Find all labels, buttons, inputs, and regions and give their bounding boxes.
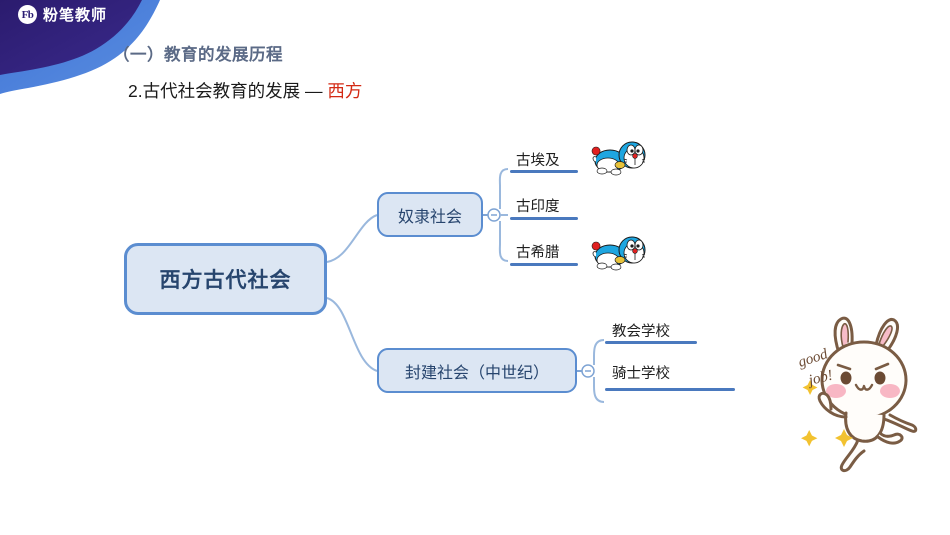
mindmap-leaf-ancient-egypt[interactable]: 古埃及 (516, 153, 560, 169)
mindmap-leaf-church-school[interactable]: 教会学校 (612, 324, 670, 340)
leaf-rule-knight-school (605, 388, 735, 391)
mindmap-node-slave-society[interactable]: 奴隶社会 (377, 192, 483, 237)
mindmap-node-feudal-society[interactable]: 封建社会（中世纪） (377, 348, 577, 393)
leaf-rule-ancient-egypt (510, 170, 578, 173)
rabbit-sticker: good job! (796, 316, 918, 473)
page-subtitle: 2.古代社会教育的发展 — 西方 (128, 78, 362, 103)
connector-slave-leaf-3 (498, 221, 509, 262)
connector-slave-leaf-1 (498, 168, 509, 209)
subtitle-accent: 西方 (327, 81, 363, 101)
doraemon-sticker (591, 141, 646, 176)
subtitle-prefix: 2.古代社会教育的发展 — (128, 81, 328, 101)
connector-feudal-leaf-1 (593, 339, 605, 365)
mindmap-leaf-knight-school[interactable]: 骑士学校 (612, 366, 670, 382)
connector-feudal-leaf-2 (593, 377, 605, 403)
leaf-rule-ancient-greece (510, 263, 578, 266)
brand-logo: Fb 粉笔教师 (18, 4, 107, 25)
leaf-rule-ancient-india (510, 217, 578, 220)
doraemon-sticker (591, 236, 646, 271)
connector-root-to-feudal (326, 297, 378, 372)
mindmap-leaf-ancient-greece[interactable]: 古希腊 (516, 245, 560, 261)
mindmap-node-root[interactable]: 西方古代社会 (124, 243, 327, 315)
mindmap-leaf-ancient-india[interactable]: 古印度 (516, 199, 560, 215)
brand-name: 粉笔教师 (43, 7, 108, 24)
rabbit-caption-line2: job! (805, 368, 834, 390)
connector-root-to-slave (326, 214, 378, 263)
leaf-rule-church-school (605, 341, 697, 344)
fenbi-logo-icon: Fb (18, 5, 37, 24)
page-title: （一）教育的发展历程 (113, 46, 283, 64)
sparkle-icons (801, 380, 853, 447)
